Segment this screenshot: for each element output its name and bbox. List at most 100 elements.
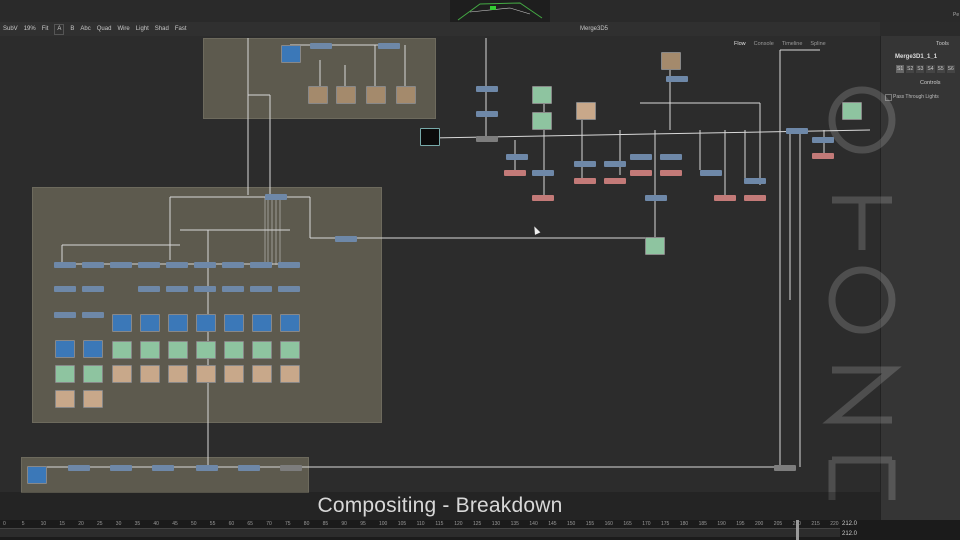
tool-node[interactable] bbox=[222, 262, 244, 268]
image-node[interactable] bbox=[252, 314, 272, 332]
tool-node[interactable] bbox=[604, 178, 626, 184]
slot-s3[interactable]: S3 bbox=[916, 65, 925, 73]
image-node[interactable] bbox=[196, 314, 216, 332]
tool-node[interactable] bbox=[250, 262, 272, 268]
tools-tab[interactable]: Tools bbox=[936, 41, 949, 47]
render-node[interactable] bbox=[532, 86, 552, 104]
tool-node[interactable] bbox=[476, 86, 498, 92]
tool-node[interactable] bbox=[194, 262, 216, 268]
tool-node[interactable] bbox=[335, 236, 357, 242]
image-node[interactable] bbox=[224, 365, 244, 383]
tool-node[interactable] bbox=[310, 43, 332, 49]
image-node[interactable] bbox=[55, 390, 75, 408]
tool-node[interactable] bbox=[666, 76, 688, 82]
tool-node[interactable] bbox=[196, 465, 218, 471]
tool-node[interactable] bbox=[604, 161, 626, 167]
tab-flow[interactable]: Flow bbox=[734, 41, 746, 47]
fast-button[interactable]: Fast bbox=[174, 26, 187, 32]
playhead[interactable] bbox=[796, 520, 799, 540]
slot-s1[interactable]: S1 bbox=[896, 65, 905, 73]
tool-node[interactable] bbox=[630, 170, 652, 176]
tool-node[interactable] bbox=[744, 178, 766, 184]
tool-node[interactable] bbox=[110, 465, 132, 471]
controls-tab[interactable]: Controls bbox=[920, 80, 941, 86]
image-node[interactable] bbox=[83, 340, 103, 358]
image-node[interactable] bbox=[168, 314, 188, 332]
time-slider[interactable] bbox=[0, 528, 840, 537]
tool-node[interactable] bbox=[574, 178, 596, 184]
tool-node[interactable] bbox=[476, 136, 498, 142]
image-node[interactable] bbox=[366, 86, 386, 104]
quad-button[interactable]: Quad bbox=[96, 26, 112, 32]
image-node[interactable] bbox=[280, 365, 300, 383]
tool-node[interactable] bbox=[280, 465, 302, 471]
zoom-dropdown[interactable]: 19% bbox=[23, 26, 36, 32]
slot-s5[interactable]: S5 bbox=[936, 65, 945, 73]
tool-node[interactable] bbox=[238, 465, 260, 471]
tool-node[interactable] bbox=[786, 128, 808, 134]
merge-node[interactable] bbox=[265, 194, 287, 200]
tool-node[interactable] bbox=[700, 170, 722, 176]
image-node[interactable] bbox=[280, 314, 300, 332]
tool-node[interactable] bbox=[714, 195, 736, 201]
render-node[interactable] bbox=[280, 341, 300, 359]
slot-s4[interactable]: S4 bbox=[926, 65, 935, 73]
tool-node[interactable] bbox=[278, 286, 300, 292]
tool-node[interactable] bbox=[68, 465, 90, 471]
tool-node[interactable] bbox=[812, 137, 834, 143]
end-frame[interactable]: 212.0 bbox=[842, 531, 858, 537]
tool-node[interactable] bbox=[744, 195, 766, 201]
light-button[interactable]: Light bbox=[135, 26, 149, 32]
render-node[interactable] bbox=[842, 102, 862, 120]
tool-node[interactable] bbox=[152, 465, 174, 471]
tool-node[interactable] bbox=[194, 286, 216, 292]
background-node[interactable] bbox=[420, 128, 440, 146]
view-a-button[interactable]: A bbox=[54, 23, 65, 35]
image-node[interactable] bbox=[168, 365, 188, 383]
image-node[interactable] bbox=[281, 45, 301, 63]
tool-node[interactable] bbox=[660, 154, 682, 160]
tool-node[interactable] bbox=[630, 154, 652, 160]
tool-node[interactable] bbox=[166, 262, 188, 268]
render-node[interactable] bbox=[252, 341, 272, 359]
tool-node[interactable] bbox=[54, 312, 76, 318]
tab-timeline[interactable]: Timeline bbox=[781, 41, 803, 47]
group-main[interactable] bbox=[32, 187, 382, 423]
image-node[interactable] bbox=[112, 365, 132, 383]
slot-s2[interactable]: S2 bbox=[906, 65, 915, 73]
tool-node[interactable] bbox=[278, 262, 300, 268]
view-b-button[interactable]: B bbox=[70, 26, 75, 32]
tool-node[interactable] bbox=[532, 195, 554, 201]
tool-node[interactable] bbox=[506, 154, 528, 160]
tool-node[interactable] bbox=[166, 286, 188, 292]
tool-node[interactable] bbox=[660, 170, 682, 176]
tool-node[interactable] bbox=[82, 286, 104, 292]
render-node[interactable] bbox=[645, 237, 665, 255]
tool-node[interactable] bbox=[645, 195, 667, 201]
render-node[interactable] bbox=[224, 341, 244, 359]
merge-node[interactable] bbox=[774, 465, 796, 471]
tool-node[interactable] bbox=[138, 262, 160, 268]
tool-node[interactable] bbox=[532, 170, 554, 176]
render-node[interactable] bbox=[83, 365, 103, 383]
image-node[interactable] bbox=[576, 102, 596, 120]
render-node[interactable] bbox=[168, 341, 188, 359]
image-node[interactable] bbox=[336, 86, 356, 104]
tool-node[interactable] bbox=[82, 312, 104, 318]
render-node[interactable] bbox=[196, 341, 216, 359]
tool-node[interactable] bbox=[54, 262, 76, 268]
subview-button[interactable]: SubV bbox=[3, 26, 18, 32]
image-node[interactable] bbox=[55, 340, 75, 358]
slot-s6[interactable]: S6 bbox=[946, 65, 955, 73]
image-node[interactable] bbox=[27, 466, 47, 484]
tool-node[interactable] bbox=[504, 170, 526, 176]
current-frame[interactable]: 212.0 bbox=[842, 521, 858, 527]
text-overlay-button[interactable]: Abc bbox=[80, 26, 91, 32]
image-node[interactable] bbox=[661, 52, 681, 70]
image-node[interactable] bbox=[196, 365, 216, 383]
image-node[interactable] bbox=[83, 390, 103, 408]
render-node[interactable] bbox=[112, 341, 132, 359]
tool-node[interactable] bbox=[378, 43, 400, 49]
pass-through-checkbox[interactable] bbox=[885, 94, 892, 101]
